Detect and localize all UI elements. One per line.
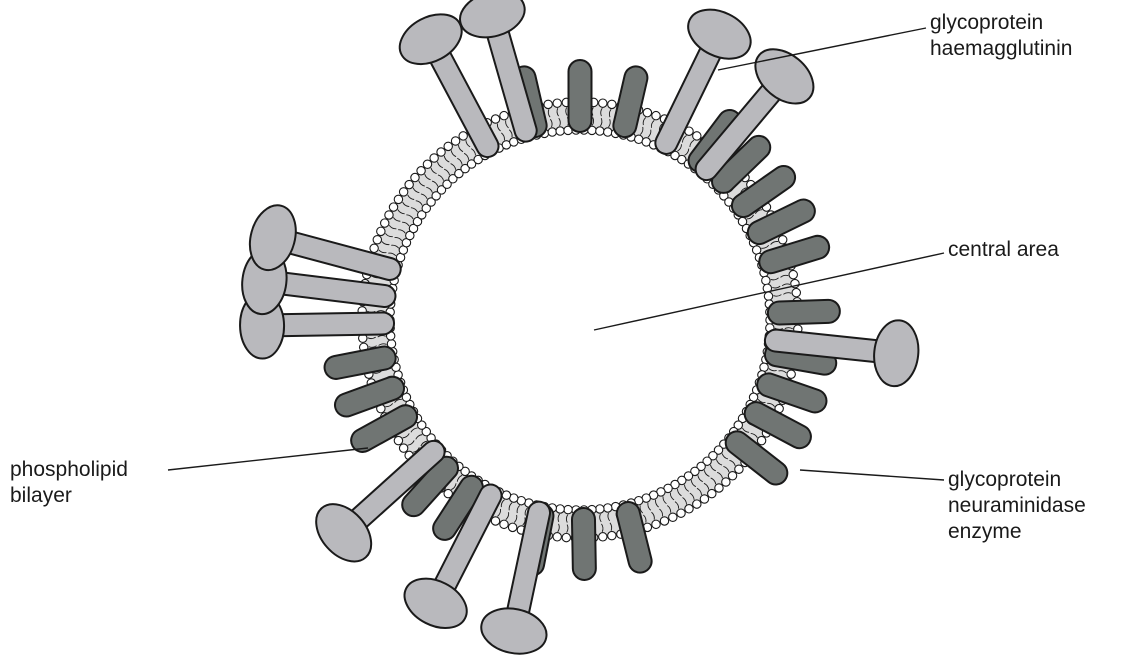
lipid-head <box>693 132 701 140</box>
lipid-head <box>562 533 570 541</box>
lipid-head <box>491 517 499 525</box>
lipid-head <box>669 513 677 521</box>
lipid-head <box>700 495 708 503</box>
lipid-head <box>764 292 772 300</box>
lipid-head <box>608 531 616 539</box>
lipid-head <box>423 160 431 168</box>
lipid-head <box>556 505 564 513</box>
lipid-head <box>735 465 743 473</box>
lipid-head <box>693 500 701 508</box>
lipid-head <box>553 99 561 107</box>
lipid-head <box>370 244 378 252</box>
leader-neuraminidase <box>800 470 944 480</box>
lipid-head <box>500 520 508 528</box>
lipid-head <box>553 533 561 541</box>
lipid-head <box>564 505 572 513</box>
label-phospholipid-bilayer: phospholipid bilayer <box>10 457 128 509</box>
lipid-head <box>437 148 445 156</box>
lipid-head <box>373 236 381 244</box>
lipid-head <box>715 484 723 492</box>
lipid-head <box>548 128 556 136</box>
lipid-head <box>444 142 452 150</box>
lipid-head <box>381 219 389 227</box>
lipid-head <box>643 108 651 116</box>
neuraminidase-protein <box>572 508 596 580</box>
lipid-head <box>762 276 770 284</box>
lipid-head <box>677 509 685 517</box>
lipid-head <box>604 128 612 136</box>
label-glycoprotein-neuraminidase-enzyme: glycoprotein neuraminidase enzyme <box>948 467 1086 545</box>
lipid-head <box>778 236 786 244</box>
lipid-head <box>660 517 668 525</box>
lipid-head <box>544 100 552 108</box>
lipid-head <box>608 100 616 108</box>
lipid-head <box>789 270 797 278</box>
lipid-head <box>411 173 419 181</box>
lipid-head <box>596 127 604 135</box>
lipid-head <box>500 111 508 119</box>
lipid-head <box>451 137 459 145</box>
surface-proteins <box>239 0 922 659</box>
lipid-head <box>757 436 765 444</box>
neuraminidase-protein <box>767 299 840 324</box>
lipid-head <box>417 167 425 175</box>
lipid-head <box>787 370 795 378</box>
lipid-head <box>596 505 604 513</box>
neuraminidase-protein <box>569 60 592 132</box>
lipid-head <box>394 436 402 444</box>
lipid-head <box>604 504 612 512</box>
lipid-head <box>399 444 407 452</box>
leader-phospholipid-bilayer <box>168 448 368 470</box>
lipid-head <box>685 505 693 513</box>
lipid-head <box>599 533 607 541</box>
lipid-head <box>652 111 660 119</box>
lipid-head <box>722 478 730 486</box>
lipid-head <box>459 132 467 140</box>
lipid-head <box>389 203 397 211</box>
lipid-head <box>377 227 385 235</box>
lipid-head <box>405 180 413 188</box>
lipid-head <box>556 127 564 135</box>
lipid-head <box>394 195 402 203</box>
lipid-head <box>599 99 607 107</box>
lipid-head <box>760 363 768 371</box>
haemagglutinin-protein <box>305 420 464 572</box>
label-glycoprotein-haemagglutinin: glycoprotein haemagglutinin <box>930 10 1072 62</box>
lipid-head <box>430 154 438 162</box>
label-central-area: central area <box>948 237 1059 263</box>
lipid-head <box>385 211 393 219</box>
lipid-head <box>792 288 800 296</box>
lipid-head <box>399 188 407 196</box>
lipid-head <box>728 472 736 480</box>
lipid-head <box>652 520 660 528</box>
lipid-head <box>491 115 499 123</box>
lipid-head <box>708 489 716 497</box>
lipid-head <box>508 523 516 531</box>
